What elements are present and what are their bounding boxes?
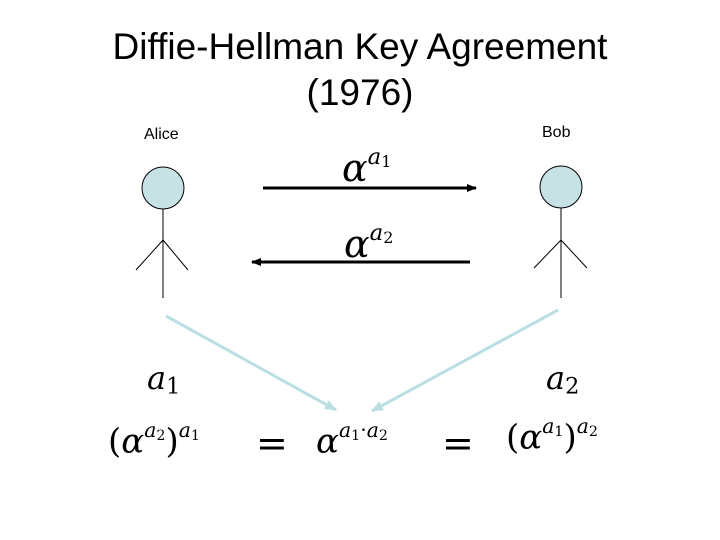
- bob-head: [539, 165, 583, 209]
- bob-figure: [533, 165, 588, 298]
- arrow-bob-to-result: [371, 308, 559, 413]
- alice-head: [141, 166, 185, 210]
- equation-left-term: (αa2)a1: [108, 418, 200, 462]
- bob-secret: a2: [546, 359, 580, 400]
- equation-right-term: (αa1)a2: [506, 414, 598, 458]
- alice-right-arm: [162, 239, 189, 271]
- slide-title: Diffie-Hellman Key Agreement (1976): [0, 24, 720, 116]
- bob-right-arm: [560, 239, 588, 269]
- bob-left-arm: [533, 239, 562, 269]
- bob-label: Bob: [542, 124, 571, 141]
- alice-label: Alice: [144, 126, 179, 143]
- title-line-1: Diffie-Hellman Key Agreement: [112, 26, 608, 67]
- message-alpha-a1: αa1: [342, 144, 392, 191]
- equation-middle-term: αa1·a2: [316, 418, 388, 462]
- equals-sign-2: =: [442, 421, 474, 465]
- message-alpha-a2: αa2: [344, 220, 394, 267]
- equals-sign-1: =: [256, 421, 288, 465]
- title-line-2: (1976): [306, 72, 414, 113]
- arrow-alice-to-result: [165, 314, 337, 412]
- alice-secret: a1: [147, 359, 181, 400]
- alice-left-arm: [135, 239, 164, 271]
- alice-figure: [135, 166, 189, 298]
